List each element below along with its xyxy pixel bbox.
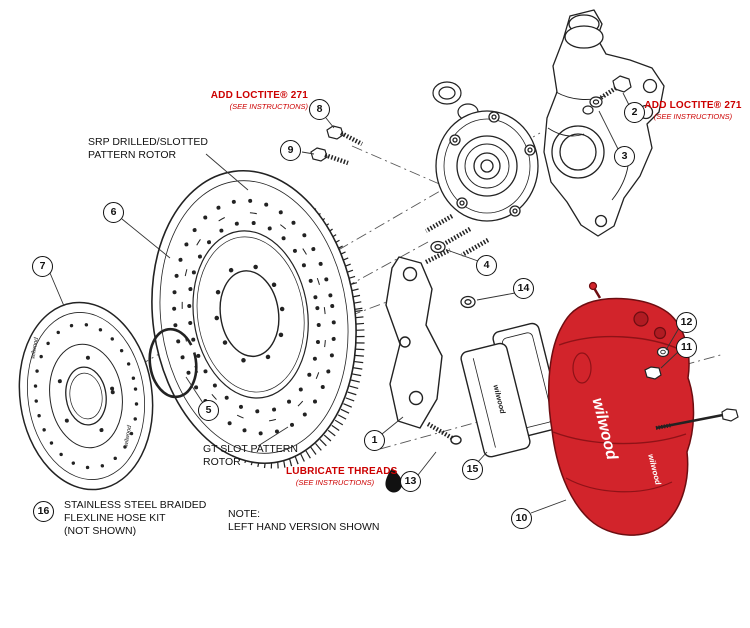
label-lubricate-title: LUBRICATE THREADS	[286, 466, 398, 477]
label-hose-line2: FLEXLINE HOSE KIT	[64, 511, 166, 524]
label-loctite-right-title: ADD LOCTITE® 271	[644, 100, 742, 111]
callout-6: 6	[103, 202, 124, 223]
callout-5: 5	[198, 400, 219, 421]
callout-12: 12	[676, 312, 697, 333]
label-srp-rotor-line1: SRP DRILLED/SLOTTED	[88, 136, 209, 148]
label-lubricate-threads: LUBRICATE THREADS (SEE INSTRUCTIONS)	[286, 466, 398, 488]
label-loctite-left-sub: (SEE INSTRUCTIONS)	[229, 102, 308, 112]
pin-and-fasteners-drawing	[644, 346, 739, 430]
steering-knuckle-drawing	[543, 9, 665, 237]
callout-1: 1	[364, 430, 385, 451]
label-srp-rotor-line2: PATTERN ROTOR	[88, 148, 177, 161]
caliper-mount-bolts-drawing	[310, 125, 364, 166]
label-gt-rotor-line1: GT SLOT PATTERN	[203, 443, 298, 455]
hat-brand-text: wilwood	[30, 336, 40, 359]
label-loctite-right-sub: (SEE INSTRUCTIONS)	[653, 112, 733, 122]
caliper-bracket-drawing	[385, 247, 462, 445]
label-note-line2: LEFT HAND VERSION SHOWN	[228, 520, 380, 533]
callout-9: 9	[280, 140, 301, 161]
snap-ring-drawing	[148, 327, 198, 399]
hat-shield-drawing: wilwood wilwood	[18, 301, 154, 491]
label-loctite-left-title: ADD LOCTITE® 271	[210, 90, 308, 101]
hat-brand-text-2: wilwood	[124, 424, 134, 447]
callout-7: 7	[32, 256, 53, 277]
label-note-line1: NOTE:	[228, 508, 261, 520]
label-srp-rotor: SRP DRILLED/SLOTTED PATTERN ROTOR	[88, 136, 208, 162]
callout-15: 15	[462, 459, 483, 480]
rotor-drawing	[151, 169, 365, 469]
hub-bearing-drawing	[424, 110, 539, 309]
label-hose-kit: STAINLESS STEEL BRAIDED FLEXLINE HOSE KI…	[64, 499, 206, 537]
label-note: NOTE: LEFT HAND VERSION SHOWN	[228, 508, 380, 534]
callout-16: 16	[33, 501, 54, 522]
callout-3: 3	[614, 146, 635, 167]
callout-13: 13	[400, 471, 421, 492]
callout-8: 8	[309, 99, 330, 120]
callout-2: 2	[624, 102, 645, 123]
label-gt-rotor-line2: ROTOR	[203, 455, 241, 468]
callout-10: 10	[511, 508, 532, 529]
label-loctite-right: ADD LOCTITE® 271 (SEE INSTRUCTIONS)	[640, 100, 746, 121]
knuckle-bolts-drawing	[582, 75, 632, 115]
label-gt-rotor: GT SLOT PATTERN ROTOR	[203, 443, 298, 469]
callout-11: 11	[676, 337, 697, 358]
label-hose-line3: (NOT SHOWN)	[64, 524, 137, 537]
caliper-drawing: wilwood wilwood	[547, 281, 695, 536]
label-lubricate-sub: (SEE INSTRUCTIONS)	[295, 478, 375, 488]
label-loctite-left: ADD LOCTITE® 271 (SEE INSTRUCTIONS)	[210, 90, 308, 111]
label-hose-line1: STAINLESS STEEL BRAIDED	[64, 499, 207, 511]
callout-14: 14	[513, 278, 534, 299]
brake-pads-drawing: wilwood	[460, 322, 563, 458]
callout-4: 4	[476, 255, 497, 276]
lubricant-drop-icon	[385, 468, 403, 493]
leader-lines	[49, 92, 680, 514]
